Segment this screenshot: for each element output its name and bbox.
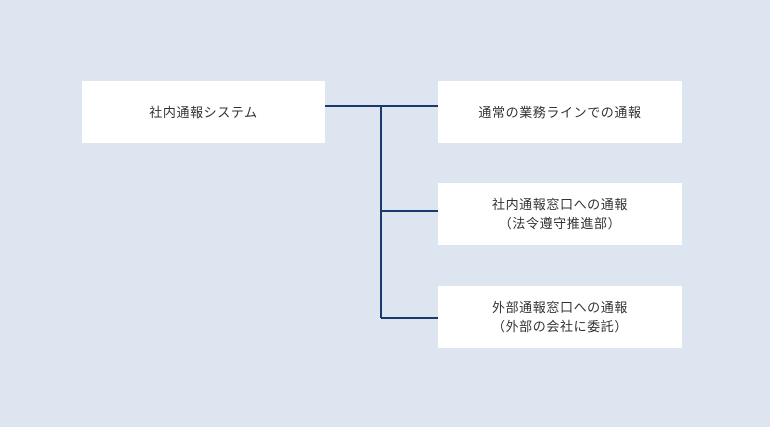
node-branch-external-hotline: 外部通報窓口への通報 （外部の会社に委託） <box>438 286 682 348</box>
node-branch-2-label: 外部通報窓口への通報 （外部の会社に委託） <box>491 300 628 334</box>
node-branch-internal-hotline: 社内通報窓口への通報 （法令遵守推進部） <box>438 183 682 245</box>
node-root-label: 社内通報システム <box>149 104 258 120</box>
node-root: 社内通報システム <box>82 81 325 143</box>
node-branch-normal-business-line: 通常の業務ラインでの通報 <box>438 81 682 143</box>
node-branch-1-label: 社内通報窓口への通報 （法令遵守推進部） <box>491 197 628 231</box>
node-branch-0-label: 通常の業務ラインでの通報 <box>478 104 642 120</box>
